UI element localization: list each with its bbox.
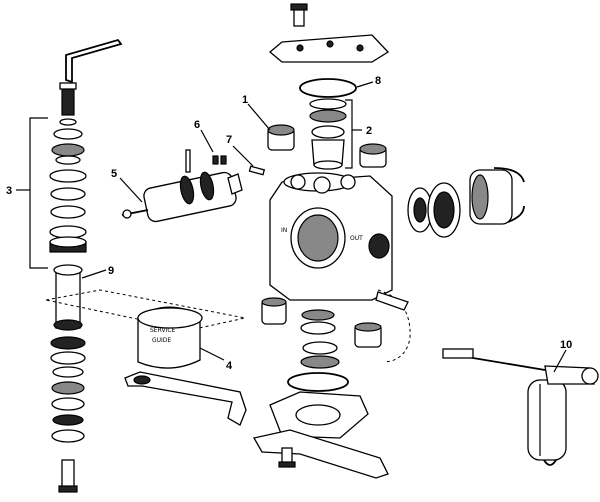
clamp-stamp-1: SERVICE bbox=[150, 327, 176, 334]
callout-leaders bbox=[81, 81, 567, 373]
bracket-2 bbox=[345, 99, 353, 169]
top-cover bbox=[268, 34, 390, 63]
mount-bracket-left bbox=[124, 371, 247, 426]
valve-body: IN OUT bbox=[269, 172, 393, 301]
callout-7: 7 bbox=[226, 134, 232, 146]
body-port-side bbox=[368, 233, 390, 259]
body-stamp-in: IN bbox=[281, 227, 287, 234]
left-part-stack bbox=[49, 38, 123, 493]
pin-part-6b bbox=[212, 155, 219, 165]
callout-8: 8 bbox=[375, 75, 381, 87]
callout-2: 2 bbox=[366, 125, 372, 137]
callout-9: 9 bbox=[108, 265, 114, 277]
hex-key bbox=[65, 38, 123, 84]
clamp-part-4: SERVICE GUIDE bbox=[137, 306, 203, 369]
grease-gun-part-10 bbox=[442, 348, 599, 466]
callout-4: 4 bbox=[226, 360, 233, 372]
callout-1: 1 bbox=[242, 94, 248, 106]
body-stamp-out: OUT bbox=[350, 235, 363, 242]
clamp-stamp-2: GUIDE bbox=[152, 337, 171, 344]
pin-part-7 bbox=[248, 165, 266, 176]
callout-5: 5 bbox=[111, 168, 117, 180]
base-bracket bbox=[252, 429, 389, 479]
callout-10: 10 bbox=[560, 339, 572, 351]
callout-labels: 1 2 3 4 5 6 7 8 9 10 bbox=[6, 75, 572, 372]
callout-3: 3 bbox=[6, 185, 12, 197]
lower-o-ring bbox=[287, 372, 349, 392]
ball-joint-part-9 bbox=[55, 267, 81, 329]
o-ring-part-8 bbox=[299, 78, 357, 98]
bracket-3 bbox=[29, 117, 48, 269]
callout-6: 6 bbox=[194, 119, 200, 131]
pin-part-6a bbox=[185, 149, 191, 173]
spool-part-5 bbox=[121, 171, 243, 223]
